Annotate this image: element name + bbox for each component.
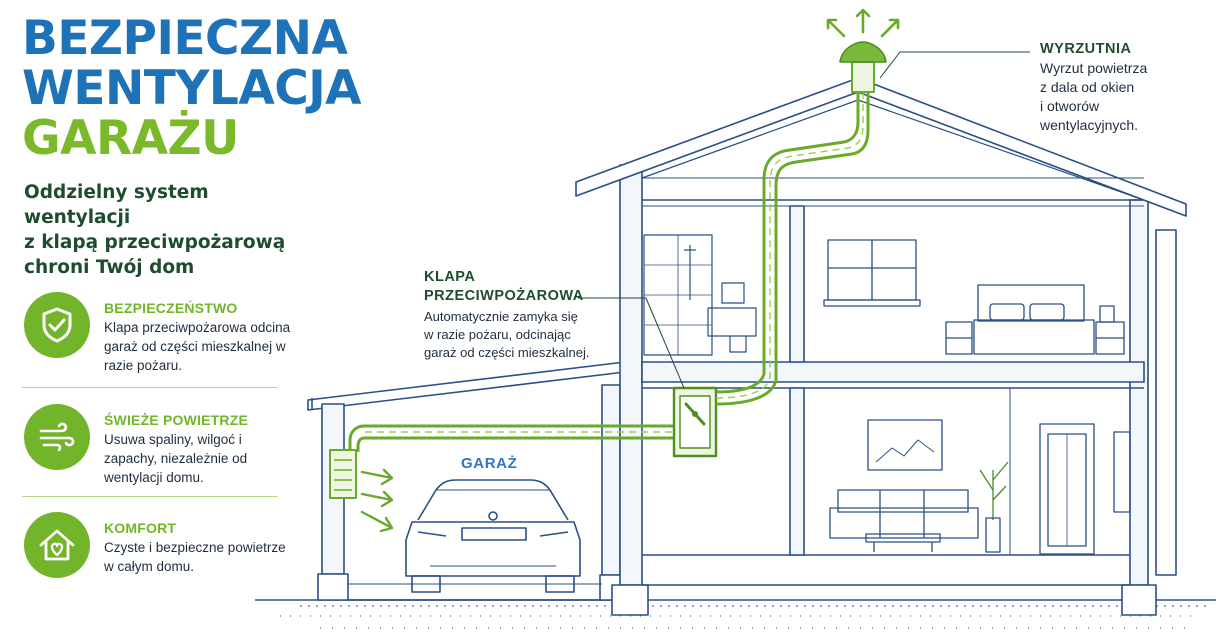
- feature-title: BEZPIECZEŃSTWO: [104, 300, 238, 316]
- subtitle: Oddzielny system wentylacji z klapą prze…: [24, 180, 314, 280]
- subtitle-line-2: z klapą przeciwpożarową: [24, 232, 286, 253]
- divider: [22, 496, 278, 497]
- damper-leader-diagonal: [645, 297, 685, 389]
- house-walls: [611, 164, 1177, 616]
- feature-desc: Usuwa spaliny, wilgoć i zapachy, niezale…: [104, 432, 248, 485]
- divider: [22, 387, 278, 388]
- garage-label: GARAŻ: [461, 455, 518, 472]
- exhaust-title: WYRZUTNIA: [1040, 41, 1132, 57]
- exhaust-callout: WYRZUTNIA Wyrzut powietrza z dala od oki…: [1040, 40, 1190, 135]
- damper-desc-1: Automatycznie zamyka się: [424, 309, 578, 324]
- shield-check-icon: [42, 307, 72, 343]
- feature-title: KOMFORT: [104, 520, 177, 536]
- feature-fresh-air: ŚWIEŻE POWIETRZE Usuwa spaliny, wilgoć i…: [22, 404, 284, 485]
- exhaust-desc-2: z dala od okien: [1040, 79, 1135, 95]
- subtitle-line-1: Oddzielny system wentylacji: [24, 182, 209, 228]
- living-room: [829, 419, 1131, 555]
- house-heart-icon: [39, 529, 75, 561]
- damper-title-1: KLAPA: [424, 269, 476, 285]
- exhaust-leader: [879, 51, 1030, 79]
- feature-safety: BEZPIECZEŃSTWO Klapa przeciwpożarowa odc…: [22, 292, 290, 373]
- title-line-1: BEZPIECZNA: [22, 11, 348, 66]
- exhaust-desc-1: Wyrzut powietrza: [1040, 60, 1148, 76]
- subtitle-line-3: chroni Twój dom: [24, 257, 195, 278]
- bedroom: [823, 239, 1125, 355]
- damper-desc-2: w razie pożaru, odcinając: [424, 327, 571, 342]
- damper-desc-3: garaż od części mieszkalnej.: [424, 345, 590, 360]
- feature-icon-circle: [24, 512, 90, 578]
- bathroom: [643, 234, 757, 356]
- title-line-3: GARAŻU: [22, 111, 239, 166]
- exhaust-desc-4: wentylacyjnych.: [1040, 117, 1139, 133]
- feature-comfort: KOMFORT Czyste i bezpieczne powietrze w …: [22, 512, 286, 592]
- damper-title-2: PRZECIWPOŻAROWA: [424, 288, 584, 304]
- page-title: BEZPIECZNA WENTYLACJA GARAŻU: [22, 11, 362, 166]
- wind-icon: [39, 422, 75, 452]
- feature-desc: Klapa przeciwpożarowa odcina garaż od cz…: [104, 320, 291, 373]
- feature-title: ŚWIEŻE POWIETRZE: [104, 412, 248, 428]
- exhaust-desc-3: i otworów: [1040, 98, 1100, 114]
- title-line-2: WENTYLACJA: [22, 61, 362, 116]
- car: [405, 479, 581, 593]
- feature-icon-circle: [24, 404, 90, 470]
- feature-icon-circle: [24, 292, 90, 358]
- ventilation-duct: [329, 8, 900, 533]
- feature-desc: Czyste i bezpieczne powietrze w całym do…: [104, 540, 286, 574]
- ground: [255, 599, 1216, 629]
- damper-callout: KLAPA PRZECIWPOŻAROWA Automatycznie zamy…: [424, 268, 624, 362]
